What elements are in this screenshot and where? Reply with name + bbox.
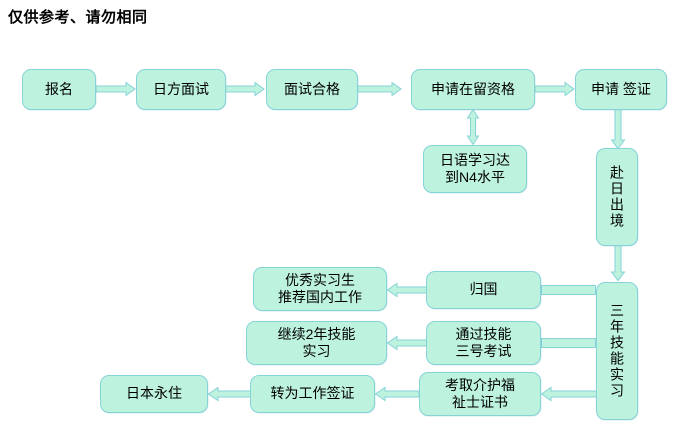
node-permanent-jp[interactable]: 日本永住 <box>100 375 208 413</box>
connector-three-year-to-return-home <box>541 285 596 295</box>
node-return-home[interactable]: 归国 <box>426 271 541 309</box>
arrow-return-home-to-excellent-intern <box>386 282 428 298</box>
node-apply[interactable]: 报名 <box>22 69 96 110</box>
arrow-work-visa-to-permanent-jp <box>207 386 253 402</box>
node-jp-interview[interactable]: 日方面试 <box>136 69 226 110</box>
arrow-care-worker-cert-to-work-visa <box>374 386 420 402</box>
node-depart-japan[interactable]: 赴日出境 <box>596 148 638 246</box>
arrow-three-year-to-care-worker-cert <box>540 386 598 402</box>
node-excellent-intern[interactable]: 优秀实习生 推荐国内工作 <box>253 267 387 311</box>
arrow-residence-status-to-visa <box>534 81 575 97</box>
arrow-visa-to-depart-japan <box>610 108 626 150</box>
node-continue-2y[interactable]: 继续2年技能 实习 <box>246 321 387 365</box>
arrow-residence-status-to-jp-study-updown <box>466 108 480 146</box>
page-title: 仅供参考、请勿相同 <box>8 9 148 26</box>
node-three-year[interactable]: 三年技能实习 <box>596 282 638 420</box>
node-skill-exam-3[interactable]: 通过技能 三号考试 <box>426 321 541 365</box>
arrow-depart-japan-to-three-year <box>610 244 626 282</box>
node-jp-study-n4[interactable]: 日语学习达 到N4水平 <box>423 145 527 193</box>
arrow-interview-pass-to-residence-status <box>356 81 402 97</box>
arrow-skill-exam-3-to-continue-2y <box>386 335 428 351</box>
arrow-jp-interview-to-interview-pass <box>224 81 265 97</box>
node-work-visa[interactable]: 转为工作签证 <box>250 375 375 413</box>
node-interview-pass[interactable]: 面试合格 <box>266 69 358 110</box>
node-care-worker-cert[interactable]: 考取介护福 祉士证书 <box>419 372 541 416</box>
node-visa[interactable]: 申请 签证 <box>575 69 667 110</box>
connector-three-year-to-skill-exam-3 <box>541 338 596 348</box>
node-residence-status[interactable]: 申请在留资格 <box>411 69 535 110</box>
arrow-apply-to-jp-interview <box>95 81 136 97</box>
